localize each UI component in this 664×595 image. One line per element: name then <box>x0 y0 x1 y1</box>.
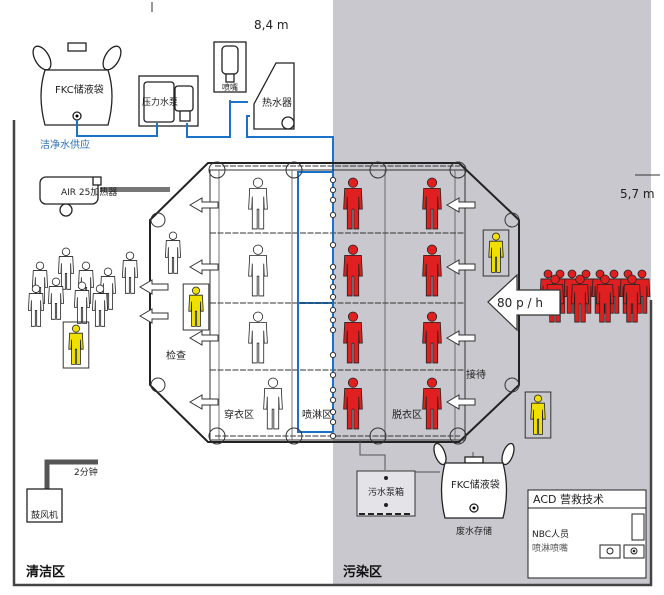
person-queue-10 <box>595 274 615 323</box>
person-clean-2 <box>248 311 268 364</box>
person-contaminated-0 <box>343 177 363 230</box>
area-undressing: 脱衣区 <box>392 408 422 421</box>
pressure-pump <box>138 75 199 127</box>
supply-pipe <box>76 100 334 433</box>
zone-contaminated-label: 污染区 <box>343 564 382 580</box>
clean-water-supply-label: 洁净水供应 <box>40 138 90 151</box>
person-contaminated-3 <box>343 377 363 430</box>
nozzle-icon <box>329 273 337 281</box>
air-heater <box>39 176 170 217</box>
frame-border <box>12 120 653 587</box>
nozzle-icon <box>329 418 337 426</box>
nozzle-icon <box>329 386 337 394</box>
nozzle-icon <box>329 316 337 324</box>
person-waiting-6 <box>122 251 138 294</box>
staff-outside <box>524 391 552 439</box>
person-contaminated-7 <box>422 377 442 430</box>
area-inspection: 检查 <box>166 349 186 362</box>
waste-pump-box <box>356 470 416 517</box>
arrow-left-icon <box>189 394 219 410</box>
nozzle-icon <box>329 432 337 440</box>
person-waiting-2 <box>58 247 74 290</box>
arrow-left-icon <box>446 394 476 410</box>
person-waiting-3 <box>48 277 64 320</box>
pump-label: 压力水泵 <box>142 96 178 108</box>
nozzle-icon <box>329 263 337 271</box>
person-waiting-8 <box>74 281 90 324</box>
nozzle-icon <box>329 196 337 204</box>
arrow-left-icon <box>139 279 169 295</box>
arrow-left-icon <box>189 259 219 275</box>
nozzle-icon <box>329 351 337 359</box>
area-shower: 喷淋区 <box>302 408 332 421</box>
blower-duct <box>44 459 98 490</box>
zone-clean-label: 清洁区 <box>26 564 65 580</box>
nozzle-unit <box>213 41 247 93</box>
arrow-left-icon <box>446 259 476 275</box>
person-contaminated-6 <box>422 311 442 364</box>
person-contaminated-4 <box>422 177 442 230</box>
person-contaminated-5 <box>422 244 442 297</box>
person-clean-0 <box>248 177 268 230</box>
arrow-left-icon <box>189 197 219 213</box>
staff-inspection <box>182 283 210 331</box>
entry-arrow <box>487 273 561 332</box>
legend-nozzle-icon-2 <box>630 547 638 555</box>
person-waiting-0 <box>165 231 181 274</box>
nozzle-icon <box>329 396 337 404</box>
staff-clean <box>62 321 90 369</box>
throughput-label: 80 p / h <box>497 296 543 310</box>
nozzle-icon <box>329 241 337 249</box>
area-reception: 接待 <box>466 368 486 381</box>
nozzle-icon <box>329 176 337 184</box>
person-contaminated-1 <box>343 244 363 297</box>
legend-title: ACD 营救技术 <box>533 492 604 506</box>
water-heater <box>253 62 295 130</box>
nozzle-icon <box>329 306 337 314</box>
nozzle-icon <box>329 186 337 194</box>
flow-arrows <box>139 197 476 410</box>
fkc-clean-bag <box>32 42 122 126</box>
nozzle-icon <box>329 211 337 219</box>
legend-item-nozzle: 喷淋喷嘴 <box>532 542 568 554</box>
people-figures <box>28 177 651 540</box>
area-dressing: 穿衣区 <box>224 408 254 421</box>
depth-dimension: 5,7 m <box>620 187 655 201</box>
legend-nozzle-icon <box>606 547 614 555</box>
person-clean-1 <box>248 244 268 297</box>
person-queue-9 <box>570 274 590 323</box>
water-heater-label: 热水器 <box>262 96 292 109</box>
nozzle-icon <box>329 326 337 334</box>
legend-item-person: NBC人员 <box>532 529 569 540</box>
blower <box>26 488 63 523</box>
staff-reception <box>482 229 510 277</box>
arrow-left-icon <box>139 308 169 324</box>
nozzle-label: 喷嘴 <box>222 82 238 92</box>
fkc-clean-label: FKC储液袋 <box>55 83 104 96</box>
person-queue-11 <box>622 274 642 323</box>
person-waiting-7 <box>92 284 108 327</box>
arrow-left-icon <box>189 330 219 346</box>
fkc-waste-bag <box>433 442 515 519</box>
shower-nozzles <box>329 176 337 440</box>
waste-pump-label: 污水泵箱 <box>368 486 404 498</box>
blower-time-label: 2分钟 <box>74 466 98 478</box>
person-waiting-9 <box>28 284 44 327</box>
legend-box <box>527 489 647 579</box>
fkc-waste-label: FKC储液袋 <box>451 478 500 491</box>
nozzle-icon <box>329 283 337 291</box>
width-dimension: 8,4 m <box>254 18 289 32</box>
waste-storage-label: 废水存储 <box>456 525 492 537</box>
nozzle-icon <box>329 408 337 416</box>
nozzle-icon <box>329 371 337 379</box>
arrow-left-icon <box>446 330 476 346</box>
tent-structure <box>149 161 520 445</box>
blower-label: 鼓风机 <box>31 509 58 521</box>
nozzle-icon <box>329 293 337 301</box>
person-contaminated-2 <box>343 311 363 364</box>
air-heater-label: AIR 25加热器 <box>61 186 117 198</box>
arrow-left-icon <box>446 197 476 213</box>
person-clean-3 <box>263 377 283 430</box>
